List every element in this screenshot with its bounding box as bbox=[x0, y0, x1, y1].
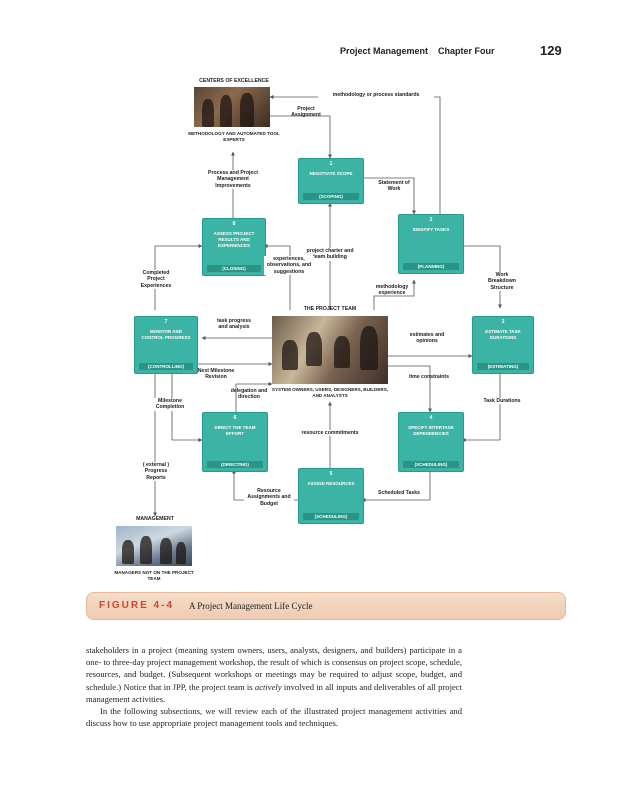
paragraph-1: stakeholders in a project (meaning syste… bbox=[86, 644, 462, 705]
activity-title: Estimate Task Durations bbox=[477, 329, 529, 341]
label-scheduled-tasks: Scheduled Tasks bbox=[378, 490, 420, 496]
activity-box-5[interactable]: 5 Assign Resources (SCHEDULING) bbox=[298, 468, 364, 524]
activity-tag: (DIRECTING) bbox=[207, 461, 263, 468]
activity-number: 1 bbox=[299, 161, 363, 167]
label-delegation: delegation and direction bbox=[228, 388, 270, 401]
activity-tag: (SCOPING) bbox=[303, 193, 359, 200]
label-time-constraints: time constraints bbox=[406, 374, 452, 380]
activity-tag: (SCHEDULING) bbox=[303, 513, 359, 520]
label-methodology-experience: methodology experience bbox=[372, 284, 412, 297]
figure-caption: FIGURE 4-4 A Project Management Life Cyc… bbox=[86, 592, 566, 620]
management-caption: Managers not on the Project Team bbox=[108, 570, 200, 581]
management-photo bbox=[116, 526, 192, 566]
label-project-assignment: Project Assignment bbox=[288, 106, 324, 119]
activity-number: 2 bbox=[399, 217, 463, 223]
label-progress-reports: ( external ) Progress Reports bbox=[136, 462, 176, 481]
label-statement-of-work: Statement of Work bbox=[376, 180, 412, 193]
label-completed-experiences: Completed Project Experiences bbox=[136, 270, 176, 289]
management-heading: MANAGEMENT bbox=[110, 516, 200, 522]
team-caption: System Owners, Users, Designers, Builder… bbox=[270, 387, 390, 398]
label-resource-commitments: resource commitments bbox=[292, 430, 368, 436]
label-resource-assignments: Resource Assignments and Budget bbox=[244, 488, 294, 507]
label-milestone-completion: Milestone Completion bbox=[150, 398, 190, 411]
label-next-milestone: Next Milestone Revision bbox=[196, 368, 236, 381]
centers-heading: CENTERS OF EXCELLENCE bbox=[180, 78, 288, 84]
centers-photo bbox=[194, 87, 270, 127]
label-estimates-opinions: estimates and opinions bbox=[404, 332, 450, 345]
activity-box-1[interactable]: 1 Negotiate Scope (SCOPING) bbox=[298, 158, 364, 204]
figure-title: A Project Management Life Cycle bbox=[189, 601, 312, 611]
label-experiences: experiences, observations, and suggestio… bbox=[264, 256, 314, 275]
activity-tag: (SCHEDULING) bbox=[403, 461, 459, 468]
activity-number: 4 bbox=[399, 415, 463, 421]
activity-number: 7 bbox=[135, 319, 197, 325]
activity-box-6[interactable]: 6 Direct the Team Effort (DIRECTING) bbox=[202, 412, 268, 472]
activity-title: Negotiate Scope bbox=[303, 171, 359, 177]
label-methodology-standards: methodology or process standards bbox=[318, 92, 434, 98]
activity-number: 5 bbox=[299, 471, 363, 477]
label-work-breakdown: Work Breakdown Structure bbox=[482, 272, 522, 291]
emphasis: actively bbox=[255, 682, 282, 692]
activity-title: Specify Intertask Dependencies bbox=[403, 425, 459, 437]
label-task-durations: Task Durations bbox=[482, 398, 522, 404]
activity-number: 6 bbox=[203, 415, 267, 421]
activity-box-7[interactable]: 7 Monitor and Control Progress (CONTROLL… bbox=[134, 316, 198, 374]
team-photo bbox=[272, 316, 388, 384]
activity-number: 8 bbox=[203, 221, 265, 227]
activity-title: Monitor and Control Progress bbox=[139, 329, 193, 341]
label-process-improvements: Process and Project Management Improveme… bbox=[200, 170, 266, 189]
activity-title: Direct the Team Effort bbox=[207, 425, 263, 437]
team-heading: THE PROJECT TEAM bbox=[280, 306, 380, 312]
activity-box-3[interactable]: 3 Estimate Task Durations (ESTIMATING) bbox=[472, 316, 534, 374]
figure-label: FIGURE 4-4 bbox=[99, 600, 174, 611]
activity-box-2[interactable]: 2 Identify Tasks (PLANNING) bbox=[398, 214, 464, 274]
activity-number: 3 bbox=[473, 319, 533, 325]
label-task-progress: task progress and analysis bbox=[212, 318, 256, 331]
activity-tag: (PLANNING) bbox=[403, 263, 459, 270]
activity-tag: (CONTROLLING) bbox=[139, 363, 193, 370]
project-lifecycle-diagram: CENTERS OF EXCELLENCE Methodology and Au… bbox=[0, 0, 619, 600]
activity-title: Identify Tasks bbox=[403, 227, 459, 233]
activity-tag: (CLOSING) bbox=[207, 265, 261, 272]
centers-caption: Methodology and Automated Tool Experts bbox=[182, 131, 286, 142]
activity-title: Assess Project Results and Experiences bbox=[207, 231, 261, 249]
activity-box-8[interactable]: 8 Assess Project Results and Experiences… bbox=[202, 218, 266, 276]
paragraph-2: In the following subsections, we will re… bbox=[86, 705, 462, 729]
activity-tag: (ESTIMATING) bbox=[477, 363, 529, 370]
activity-title: Assign Resources bbox=[303, 481, 359, 487]
body-text: stakeholders in a project (meaning syste… bbox=[86, 644, 462, 729]
activity-box-4[interactable]: 4 Specify Intertask Dependencies (SCHEDU… bbox=[398, 412, 464, 472]
